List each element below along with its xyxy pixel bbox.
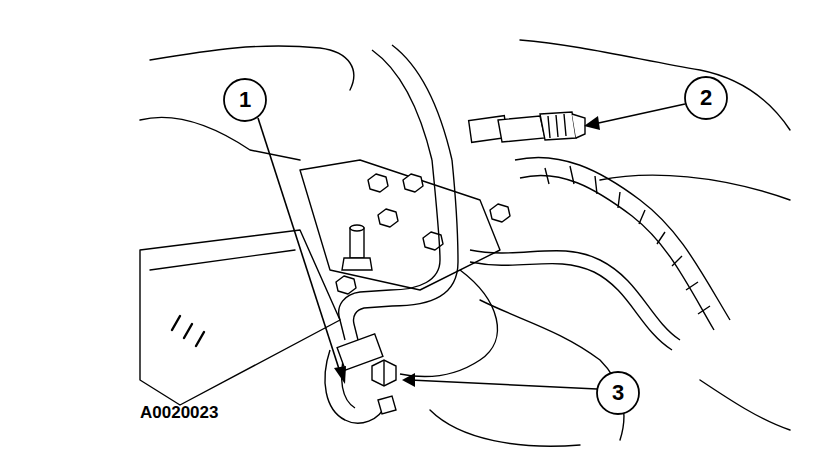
callout-number: 1 — [239, 89, 251, 111]
figure-code: A0020023 — [140, 404, 218, 421]
wiring-harness — [470, 157, 730, 350]
sensor-2 — [498, 112, 585, 142]
arrowheads — [334, 116, 600, 387]
engine-outline — [140, 40, 790, 446]
callout-number: 3 — [612, 382, 624, 404]
leader-lines — [258, 104, 685, 389]
bolts — [336, 174, 510, 294]
stud — [342, 225, 372, 270]
fitting-3 — [337, 334, 396, 414]
upper-tube — [372, 45, 507, 160]
callout-number: 2 — [700, 87, 712, 109]
callout-circles — [224, 77, 727, 414]
